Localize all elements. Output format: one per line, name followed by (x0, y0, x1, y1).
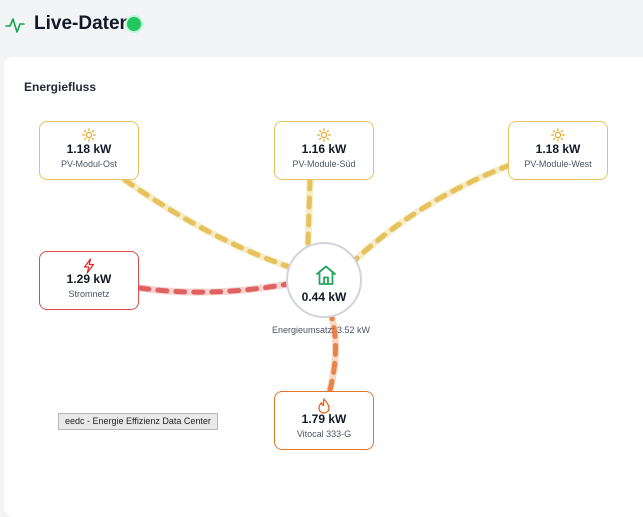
flame-icon (318, 398, 330, 414)
flow-line-grid (137, 281, 291, 295)
page-title: Live-Daten (34, 13, 132, 34)
node-value: 1.18 kW (66, 142, 112, 156)
house-consumption-hub[interactable]: 0.44 kW (286, 242, 362, 318)
sun-icon (82, 128, 96, 142)
node-value: 1.29 kW (66, 272, 112, 286)
node-value: 1.16 kW (301, 142, 347, 156)
flow-line-pv-sued (305, 177, 313, 248)
sun-icon (317, 128, 331, 142)
flow-track-pv-ost (121, 176, 296, 272)
node-label: PV-Modul-Ost (60, 159, 118, 169)
node-label: Stromnetz (68, 289, 110, 299)
stromnetz-node[interactable]: 1.29 kW Stromnetz (39, 251, 139, 310)
tooltip: eedc - Energie Effizienz Data Center (58, 413, 218, 430)
pv-module-west-node[interactable]: 1.18 kW PV-Module-West (508, 121, 608, 180)
card-title: Energiefluss (24, 80, 97, 94)
node-label: PV-Module-Süd (292, 159, 356, 169)
flow-line-heat (327, 315, 339, 393)
node-value: 1.18 kW (535, 142, 581, 156)
sun-icon (551, 128, 565, 142)
flow-track-pv-west (351, 161, 514, 264)
node-value: 1.79 kW (301, 412, 347, 426)
house-icon (316, 265, 336, 285)
node-label: PV-Module-West (524, 159, 592, 169)
house-value: 0.44 kW (301, 290, 347, 304)
pv-module-sued-node[interactable]: 1.16 kW PV-Module-Süd (274, 121, 374, 180)
live-status-indicator (127, 17, 141, 31)
vitocal-heat-pump-node[interactable]: 1.79 kW Vitocal 333-G (274, 391, 374, 450)
energy-turnover-label: Energieumsatz: 3.52 kW (272, 325, 371, 335)
flow-line-pv-ost (122, 177, 295, 271)
live-data-header: Live-Daten (0, 0, 643, 54)
lightning-icon (83, 258, 95, 274)
activity-pulse-icon (5, 18, 25, 33)
pv-modul-ost-node[interactable]: 1.18 kW PV-Modul-Ost (39, 121, 139, 180)
energy-flow-lines (121, 161, 514, 394)
flow-line-pv-west (352, 162, 513, 263)
node-label: Vitocal 333-G (296, 429, 352, 439)
